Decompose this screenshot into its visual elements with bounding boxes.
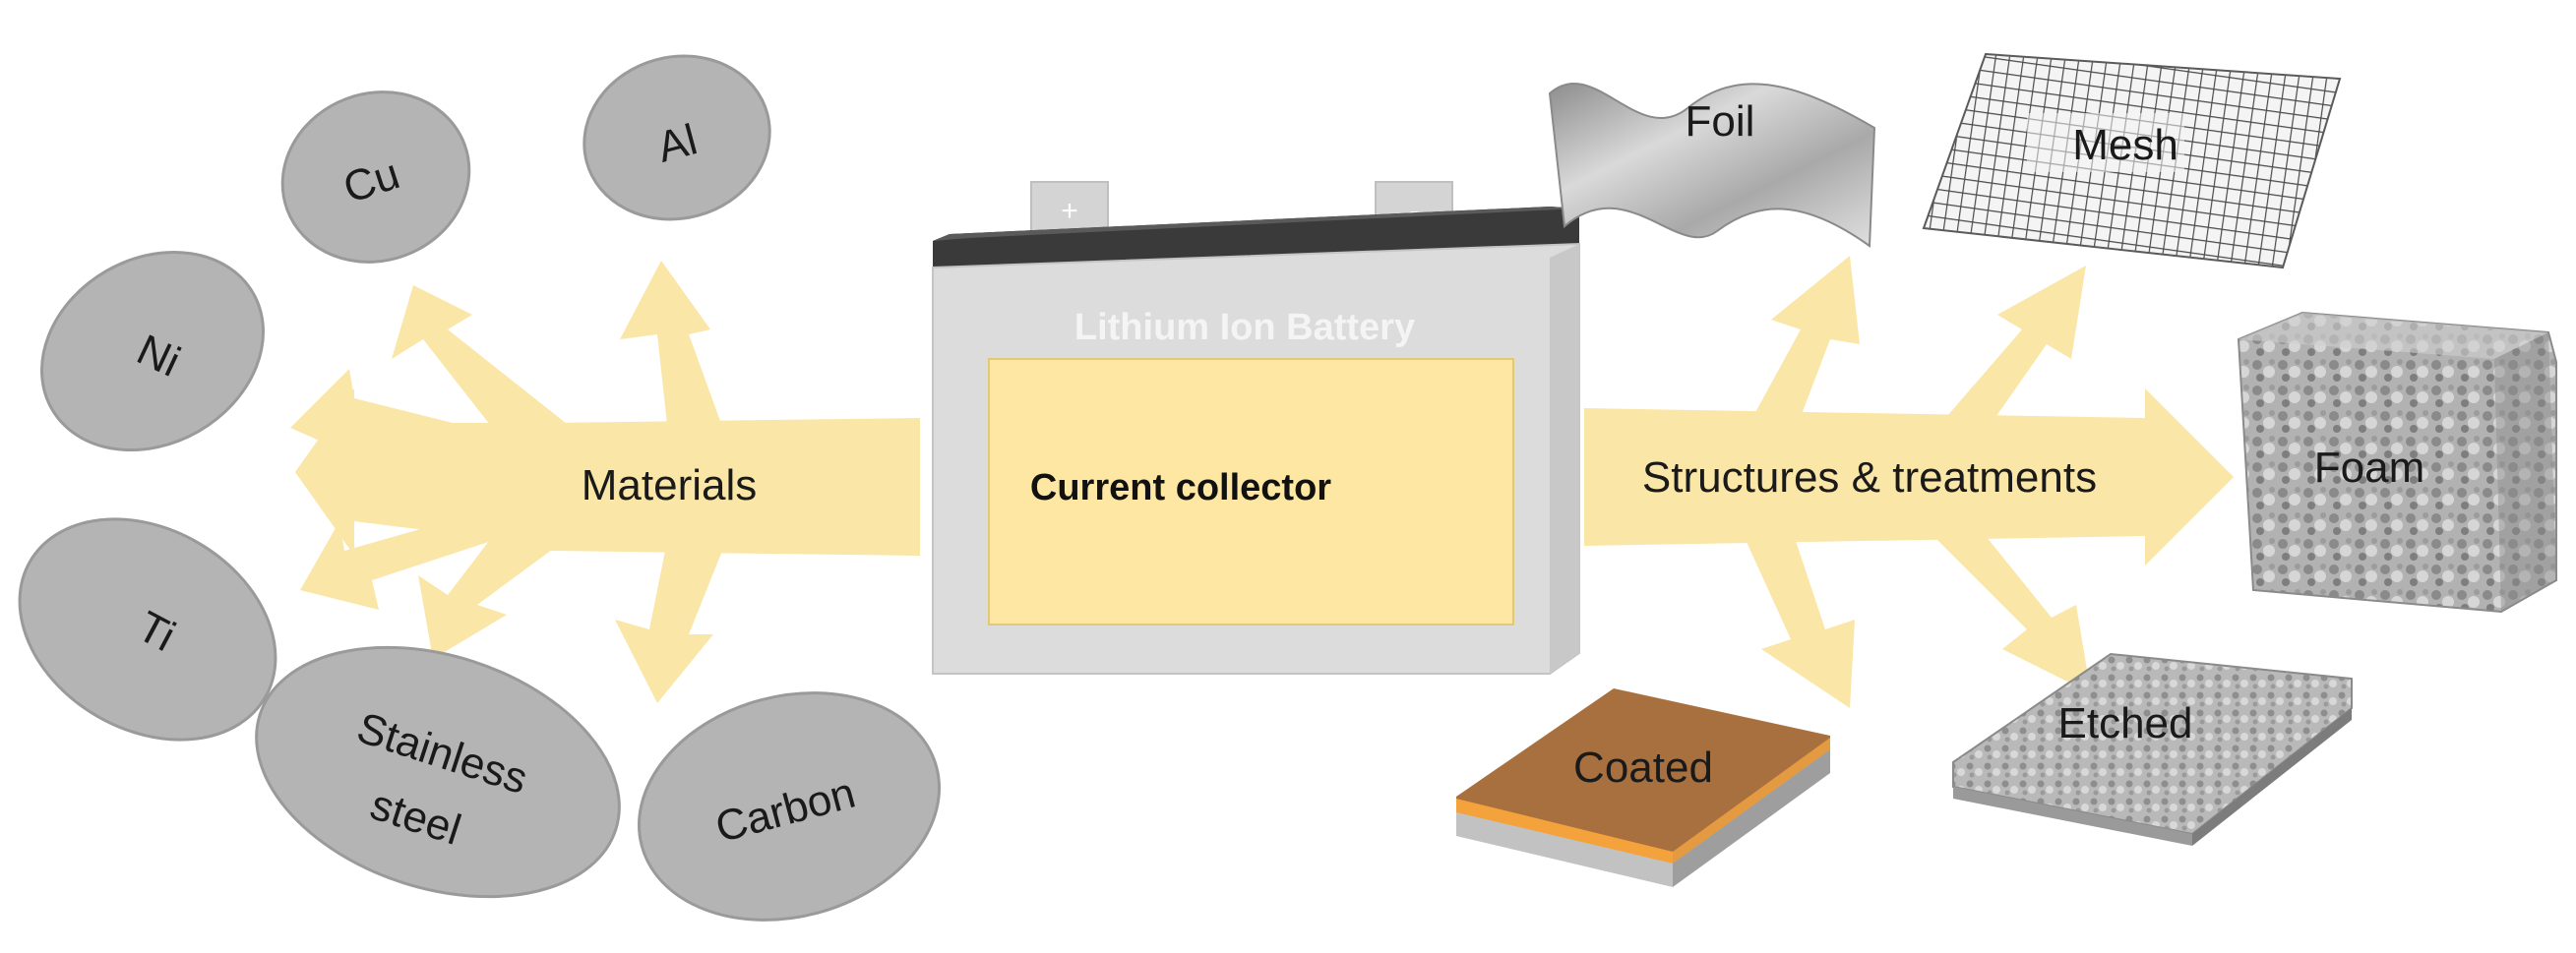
structures-arrow-to-etched <box>1929 526 2091 693</box>
ellipse-cu: Cu <box>280 90 471 264</box>
foam-illustration: Foam <box>2237 311 2557 614</box>
structures-arrow-to-mesh <box>1929 266 2086 443</box>
structures-arrow-group <box>1584 256 2234 708</box>
materials-arrow-to-ti <box>300 492 551 610</box>
ellipse-ni: Ni <box>40 250 265 452</box>
etched-illustration: Etched <box>1952 652 2353 846</box>
label-coated: Coated <box>1573 744 1713 792</box>
materials-arrow-to-ni <box>290 369 551 472</box>
battery-terminal-positive <box>1030 181 1109 234</box>
structures-arrow-to-foil <box>1742 256 1860 443</box>
materials-label: Materials <box>582 461 758 509</box>
battery-title: Lithium Ion Battery <box>1074 307 1415 348</box>
terminal-positive-label: + <box>1061 195 1078 227</box>
ellipse-carbon: Carbon <box>638 691 941 922</box>
battery-top <box>933 207 1579 268</box>
coated-illustration: Coated <box>1456 688 1830 887</box>
label-foam: Foam <box>2314 444 2424 492</box>
materials-arrow-to-cu <box>392 285 590 452</box>
battery: + - Lithium Ion Battery Current collecto… <box>932 181 1580 675</box>
label-mesh: Mesh <box>2072 121 2178 169</box>
structures-arrow-to-coated <box>1742 526 1855 708</box>
current-collector-core <box>988 358 1514 625</box>
ellipse-al: Al <box>583 54 771 221</box>
materials-arrow-to-carbon <box>615 531 728 703</box>
label-foil: Foil <box>1686 97 1755 146</box>
label-etched: Etched <box>2058 699 2193 747</box>
materials-arrow-to-stainless <box>418 511 590 659</box>
coated-top <box>1456 688 1830 864</box>
ellipse-ti: Ti <box>18 517 277 742</box>
current-collector-label: Current collector <box>1030 467 1331 508</box>
foil-illustration: Foil <box>1548 82 1876 248</box>
materials-arrow-group <box>290 261 920 703</box>
mesh-illustration: Mesh <box>1922 52 2342 269</box>
terminal-negative-label: - <box>1409 195 1419 227</box>
structures-label: Structures & treatments <box>1642 453 2097 502</box>
materials-arrow-trunk <box>551 418 920 556</box>
materials-arrow-to-al <box>620 261 728 443</box>
ellipse-stainless-steel: Stainless steel <box>255 645 621 899</box>
